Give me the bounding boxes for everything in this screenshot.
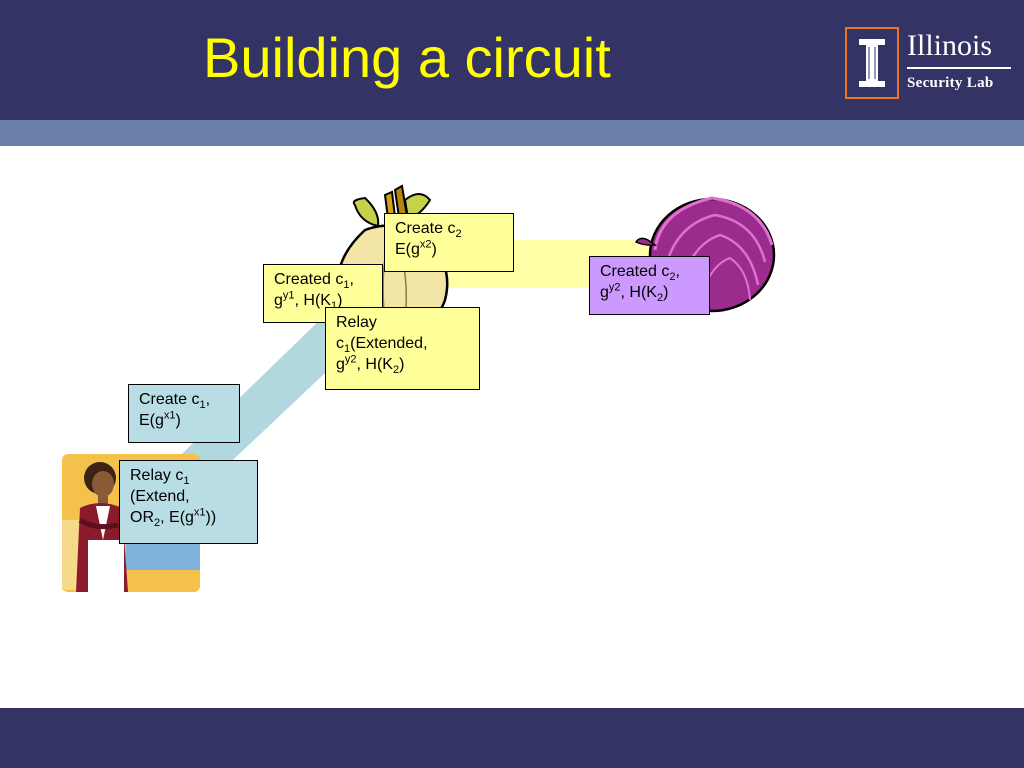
logo-divider	[907, 67, 1011, 69]
message-created-c2: Created c2, gy2, H(K2)	[589, 256, 710, 315]
logo-subtitle: Security Lab	[907, 75, 994, 91]
message-line: Create c1,	[139, 389, 233, 412]
text: c	[336, 335, 344, 352]
superscript: x1	[163, 409, 176, 422]
superscript: x1	[193, 506, 206, 519]
text: )	[175, 412, 181, 429]
subscript: 1	[183, 475, 190, 488]
text: )	[431, 241, 437, 258]
subscript: 1	[331, 300, 337, 312]
text: E(g	[139, 412, 164, 429]
message-line: c1(Extended,	[336, 333, 473, 356]
text: Create c	[395, 220, 456, 237]
text: , H(K	[620, 284, 657, 301]
subscript: 2	[669, 271, 676, 284]
subscript: 1	[344, 343, 351, 356]
message-relay-extended: Relay c1(Extended, gy2, H(K2)	[325, 307, 480, 390]
text: ,	[675, 263, 680, 280]
superscript: y2	[344, 353, 357, 366]
header-strip	[0, 120, 1024, 146]
illinois-logo: Illinois Security Lab	[845, 27, 1015, 101]
message-create-c2: Create c2 E(gx2)	[384, 213, 514, 272]
text: Relay c	[130, 467, 184, 484]
text: )	[663, 284, 669, 301]
text: , E(g	[160, 509, 194, 526]
message-line: gy2, H(K2)	[600, 281, 703, 305]
superscript: y1	[282, 289, 295, 302]
message-line: gy2, H(K2)	[336, 353, 473, 377]
superscript: x2	[419, 238, 432, 251]
column-logo-icon	[845, 27, 899, 99]
text: )	[399, 356, 405, 373]
text: OR	[130, 509, 154, 526]
message-line: Relay c1	[130, 465, 251, 488]
text: (Extended,	[350, 335, 428, 352]
message-line: OR2, E(gx1))	[130, 506, 251, 530]
message-relay-extend: Relay c1 (Extend, OR2, E(gx1))	[119, 460, 258, 544]
text: Created c	[274, 271, 344, 288]
subscript: 2	[154, 517, 161, 530]
message-line: Created c1,	[274, 269, 376, 292]
message-line: E(gx2)	[395, 239, 507, 260]
logo-name: Illinois	[907, 29, 993, 62]
footer-bar	[0, 708, 1024, 768]
subscript: 2	[392, 364, 400, 377]
slide-title: Building a circuit	[203, 26, 611, 89]
text: Create c	[139, 391, 200, 408]
subscript: 2	[656, 292, 664, 305]
message-line: gy1, H(K1)	[274, 289, 376, 312]
message-create-c1: Create c1, E(gx1)	[128, 384, 240, 443]
text: , H(K	[356, 356, 393, 373]
text: ,	[205, 391, 211, 408]
text: Created c	[600, 263, 670, 280]
subscript: 1	[199, 399, 206, 412]
subscript: 2	[455, 228, 462, 241]
message-line: (Extend,	[130, 488, 190, 505]
text: , H(K	[294, 292, 331, 309]
text: g	[336, 356, 345, 373]
message-line: Relay	[336, 314, 377, 331]
text: ,	[349, 271, 354, 288]
message-line: Created c2,	[600, 261, 703, 284]
text: )	[337, 292, 343, 309]
message-line: Create c2	[395, 218, 507, 241]
text: g	[274, 292, 283, 309]
text: ))	[205, 509, 217, 526]
subscript: 1	[343, 279, 350, 292]
text: g	[600, 284, 609, 301]
message-line: E(gx1)	[139, 410, 233, 431]
superscript: y2	[608, 281, 621, 294]
text: E(g	[395, 241, 420, 258]
